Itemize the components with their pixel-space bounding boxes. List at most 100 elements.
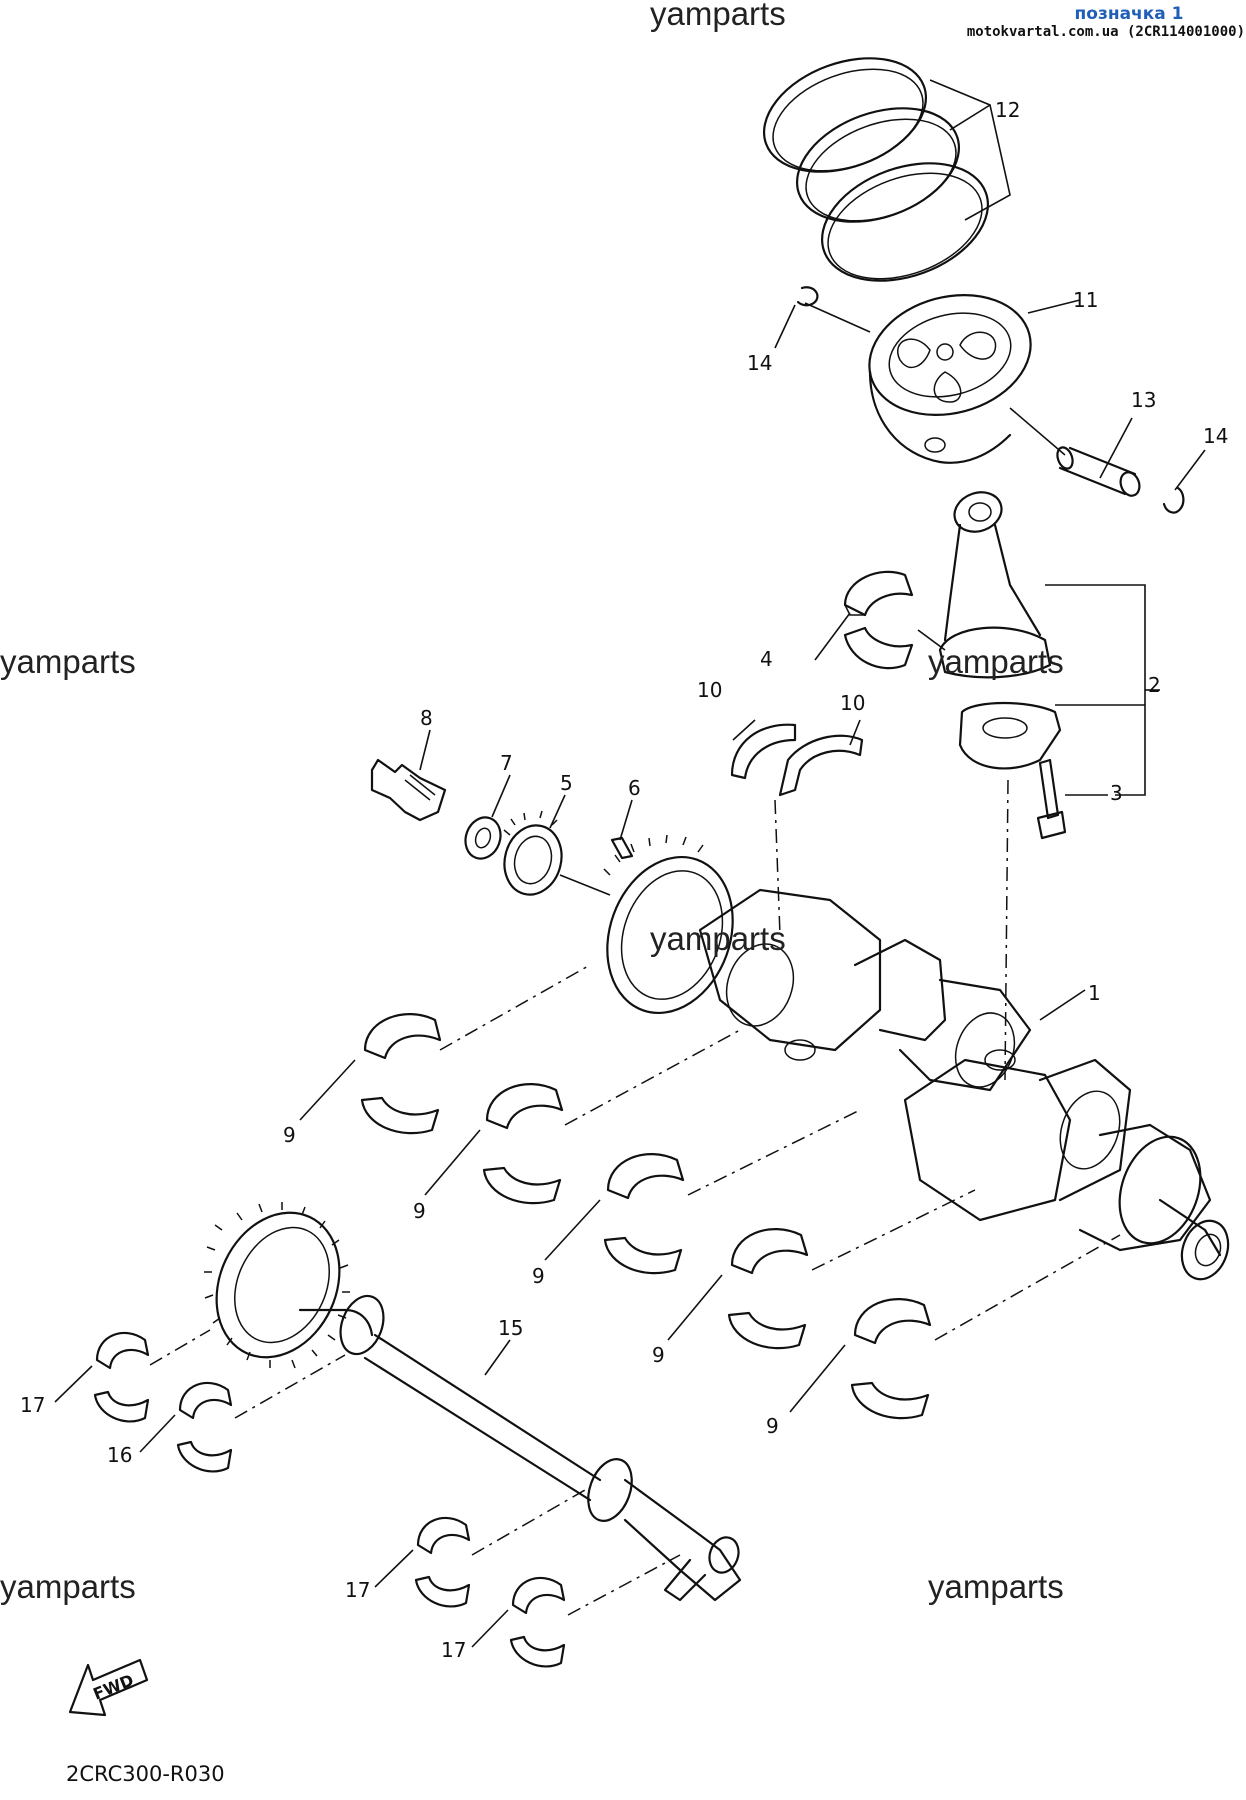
leader-line bbox=[419, 729, 431, 771]
leader-line bbox=[929, 79, 1011, 221]
leader-line bbox=[789, 1344, 846, 1413]
woodruff-key[interactable] bbox=[610, 836, 634, 860]
connecting-rod[interactable] bbox=[938, 486, 1062, 770]
piston[interactable] bbox=[856, 278, 1044, 464]
callout-3[interactable]: 3 bbox=[1110, 781, 1123, 805]
callout-9[interactable]: 9 bbox=[413, 1199, 426, 1223]
callout-4[interactable]: 4 bbox=[760, 647, 773, 671]
main-bearing[interactable] bbox=[727, 1228, 809, 1350]
drive-gear[interactable] bbox=[497, 810, 569, 901]
leader-line bbox=[299, 1059, 356, 1121]
callout-14[interactable]: 14 bbox=[747, 351, 772, 375]
callout-13[interactable]: 13 bbox=[1131, 388, 1156, 412]
leader-line bbox=[1027, 299, 1081, 314]
leader-line bbox=[139, 1414, 176, 1453]
callout-9[interactable]: 9 bbox=[532, 1264, 545, 1288]
callout-12[interactable]: 12 bbox=[995, 98, 1020, 122]
balancer-shaft[interactable] bbox=[194, 1193, 744, 1602]
washer[interactable] bbox=[460, 812, 506, 863]
watermark: yamparts bbox=[928, 1568, 1064, 1605]
alignment-line bbox=[687, 1109, 861, 1196]
leader-line bbox=[849, 719, 861, 746]
leader-line bbox=[949, 104, 991, 131]
leader-line bbox=[619, 799, 633, 841]
alignment-line bbox=[567, 1554, 681, 1616]
callout-8[interactable]: 8 bbox=[420, 706, 433, 730]
shaft-bolt[interactable] bbox=[370, 758, 447, 822]
circlip[interactable] bbox=[1162, 486, 1185, 514]
callout-17[interactable]: 17 bbox=[20, 1393, 45, 1417]
leader-line bbox=[804, 302, 871, 333]
leader-line bbox=[491, 774, 511, 818]
leader-line bbox=[1039, 989, 1086, 1021]
alignment-line bbox=[234, 1354, 346, 1419]
main-bearing[interactable] bbox=[603, 1153, 685, 1275]
callout-10[interactable]: 10 bbox=[697, 678, 722, 702]
watermark: yamparts bbox=[928, 643, 1064, 680]
leader-line bbox=[484, 1339, 511, 1376]
alignment-line bbox=[471, 1489, 586, 1556]
leader-line bbox=[1174, 449, 1206, 491]
main-bearing[interactable] bbox=[482, 1083, 564, 1205]
alignment-line bbox=[149, 1329, 211, 1366]
leader-line bbox=[54, 1365, 93, 1403]
watermark: yamparts bbox=[650, 920, 786, 957]
callout-17[interactable]: 17 bbox=[345, 1578, 370, 1602]
alignment-line bbox=[774, 799, 781, 936]
crankshaft[interactable] bbox=[586, 834, 1236, 1286]
alignment-line bbox=[1004, 779, 1009, 1081]
leader-line bbox=[814, 612, 851, 661]
reference-link[interactable]: позначка 1 bbox=[1074, 4, 1184, 24]
source-reference: motokvartal.com.ua (2CR114001000) bbox=[966, 24, 1245, 40]
callout-9[interactable]: 9 bbox=[283, 1123, 296, 1147]
conrod-bearing[interactable] bbox=[843, 570, 914, 670]
leader-line bbox=[1045, 584, 1146, 796]
balancer-bearing[interactable] bbox=[414, 1516, 471, 1608]
main-bearing[interactable] bbox=[850, 1298, 932, 1420]
fwd-label: FWD bbox=[90, 1670, 136, 1703]
diagram-code: 2CRC300-R030 bbox=[66, 1762, 225, 1786]
leader-line bbox=[732, 719, 756, 741]
balancer-bearing[interactable] bbox=[176, 1381, 233, 1473]
callout-7[interactable]: 7 bbox=[500, 751, 513, 775]
circlip[interactable] bbox=[796, 286, 819, 307]
leader-line bbox=[544, 1199, 601, 1261]
conrod-bolt[interactable] bbox=[1036, 758, 1067, 840]
callout-16[interactable]: 16 bbox=[107, 1443, 132, 1467]
piston-rings[interactable] bbox=[748, 37, 1004, 302]
leader-line bbox=[1099, 417, 1133, 479]
alignment-line bbox=[439, 964, 591, 1051]
callout-14[interactable]: 14 bbox=[1203, 424, 1228, 448]
thrust-washer[interactable] bbox=[730, 723, 864, 797]
callout-2[interactable]: 2 bbox=[1148, 673, 1161, 697]
leader-line bbox=[667, 1274, 723, 1341]
callout-6[interactable]: 6 bbox=[628, 776, 641, 800]
leader-line bbox=[917, 629, 946, 651]
leader-line bbox=[549, 794, 566, 829]
callout-15[interactable]: 15 bbox=[498, 1316, 523, 1340]
callout-9[interactable]: 9 bbox=[652, 1343, 665, 1367]
leader-line bbox=[559, 874, 611, 896]
balancer-bearing[interactable] bbox=[93, 1331, 150, 1423]
callout-11[interactable]: 11 bbox=[1073, 288, 1098, 312]
callout-1[interactable]: 1 bbox=[1088, 981, 1101, 1005]
alignment-line bbox=[934, 1234, 1121, 1341]
main-bearing[interactable] bbox=[360, 1013, 442, 1135]
balancer-bearing[interactable] bbox=[509, 1576, 566, 1668]
alignment-line bbox=[564, 1029, 741, 1126]
callout-10[interactable]: 10 bbox=[840, 691, 865, 715]
callout-17[interactable]: 17 bbox=[441, 1638, 466, 1662]
piston-pin[interactable] bbox=[1055, 445, 1143, 498]
leader-line bbox=[471, 1609, 509, 1648]
watermark: yamparts bbox=[650, 0, 786, 32]
callout-9[interactable]: 9 bbox=[766, 1414, 779, 1438]
leader-line bbox=[374, 1549, 414, 1588]
callout-5[interactable]: 5 bbox=[560, 771, 573, 795]
watermark: yamparts bbox=[0, 1568, 136, 1605]
alignment-line bbox=[811, 1189, 976, 1271]
leader-line bbox=[424, 1129, 481, 1196]
forward-arrow-icon: FWD bbox=[68, 1658, 149, 1717]
leader-line bbox=[774, 304, 796, 349]
watermark: yamparts bbox=[0, 643, 136, 680]
